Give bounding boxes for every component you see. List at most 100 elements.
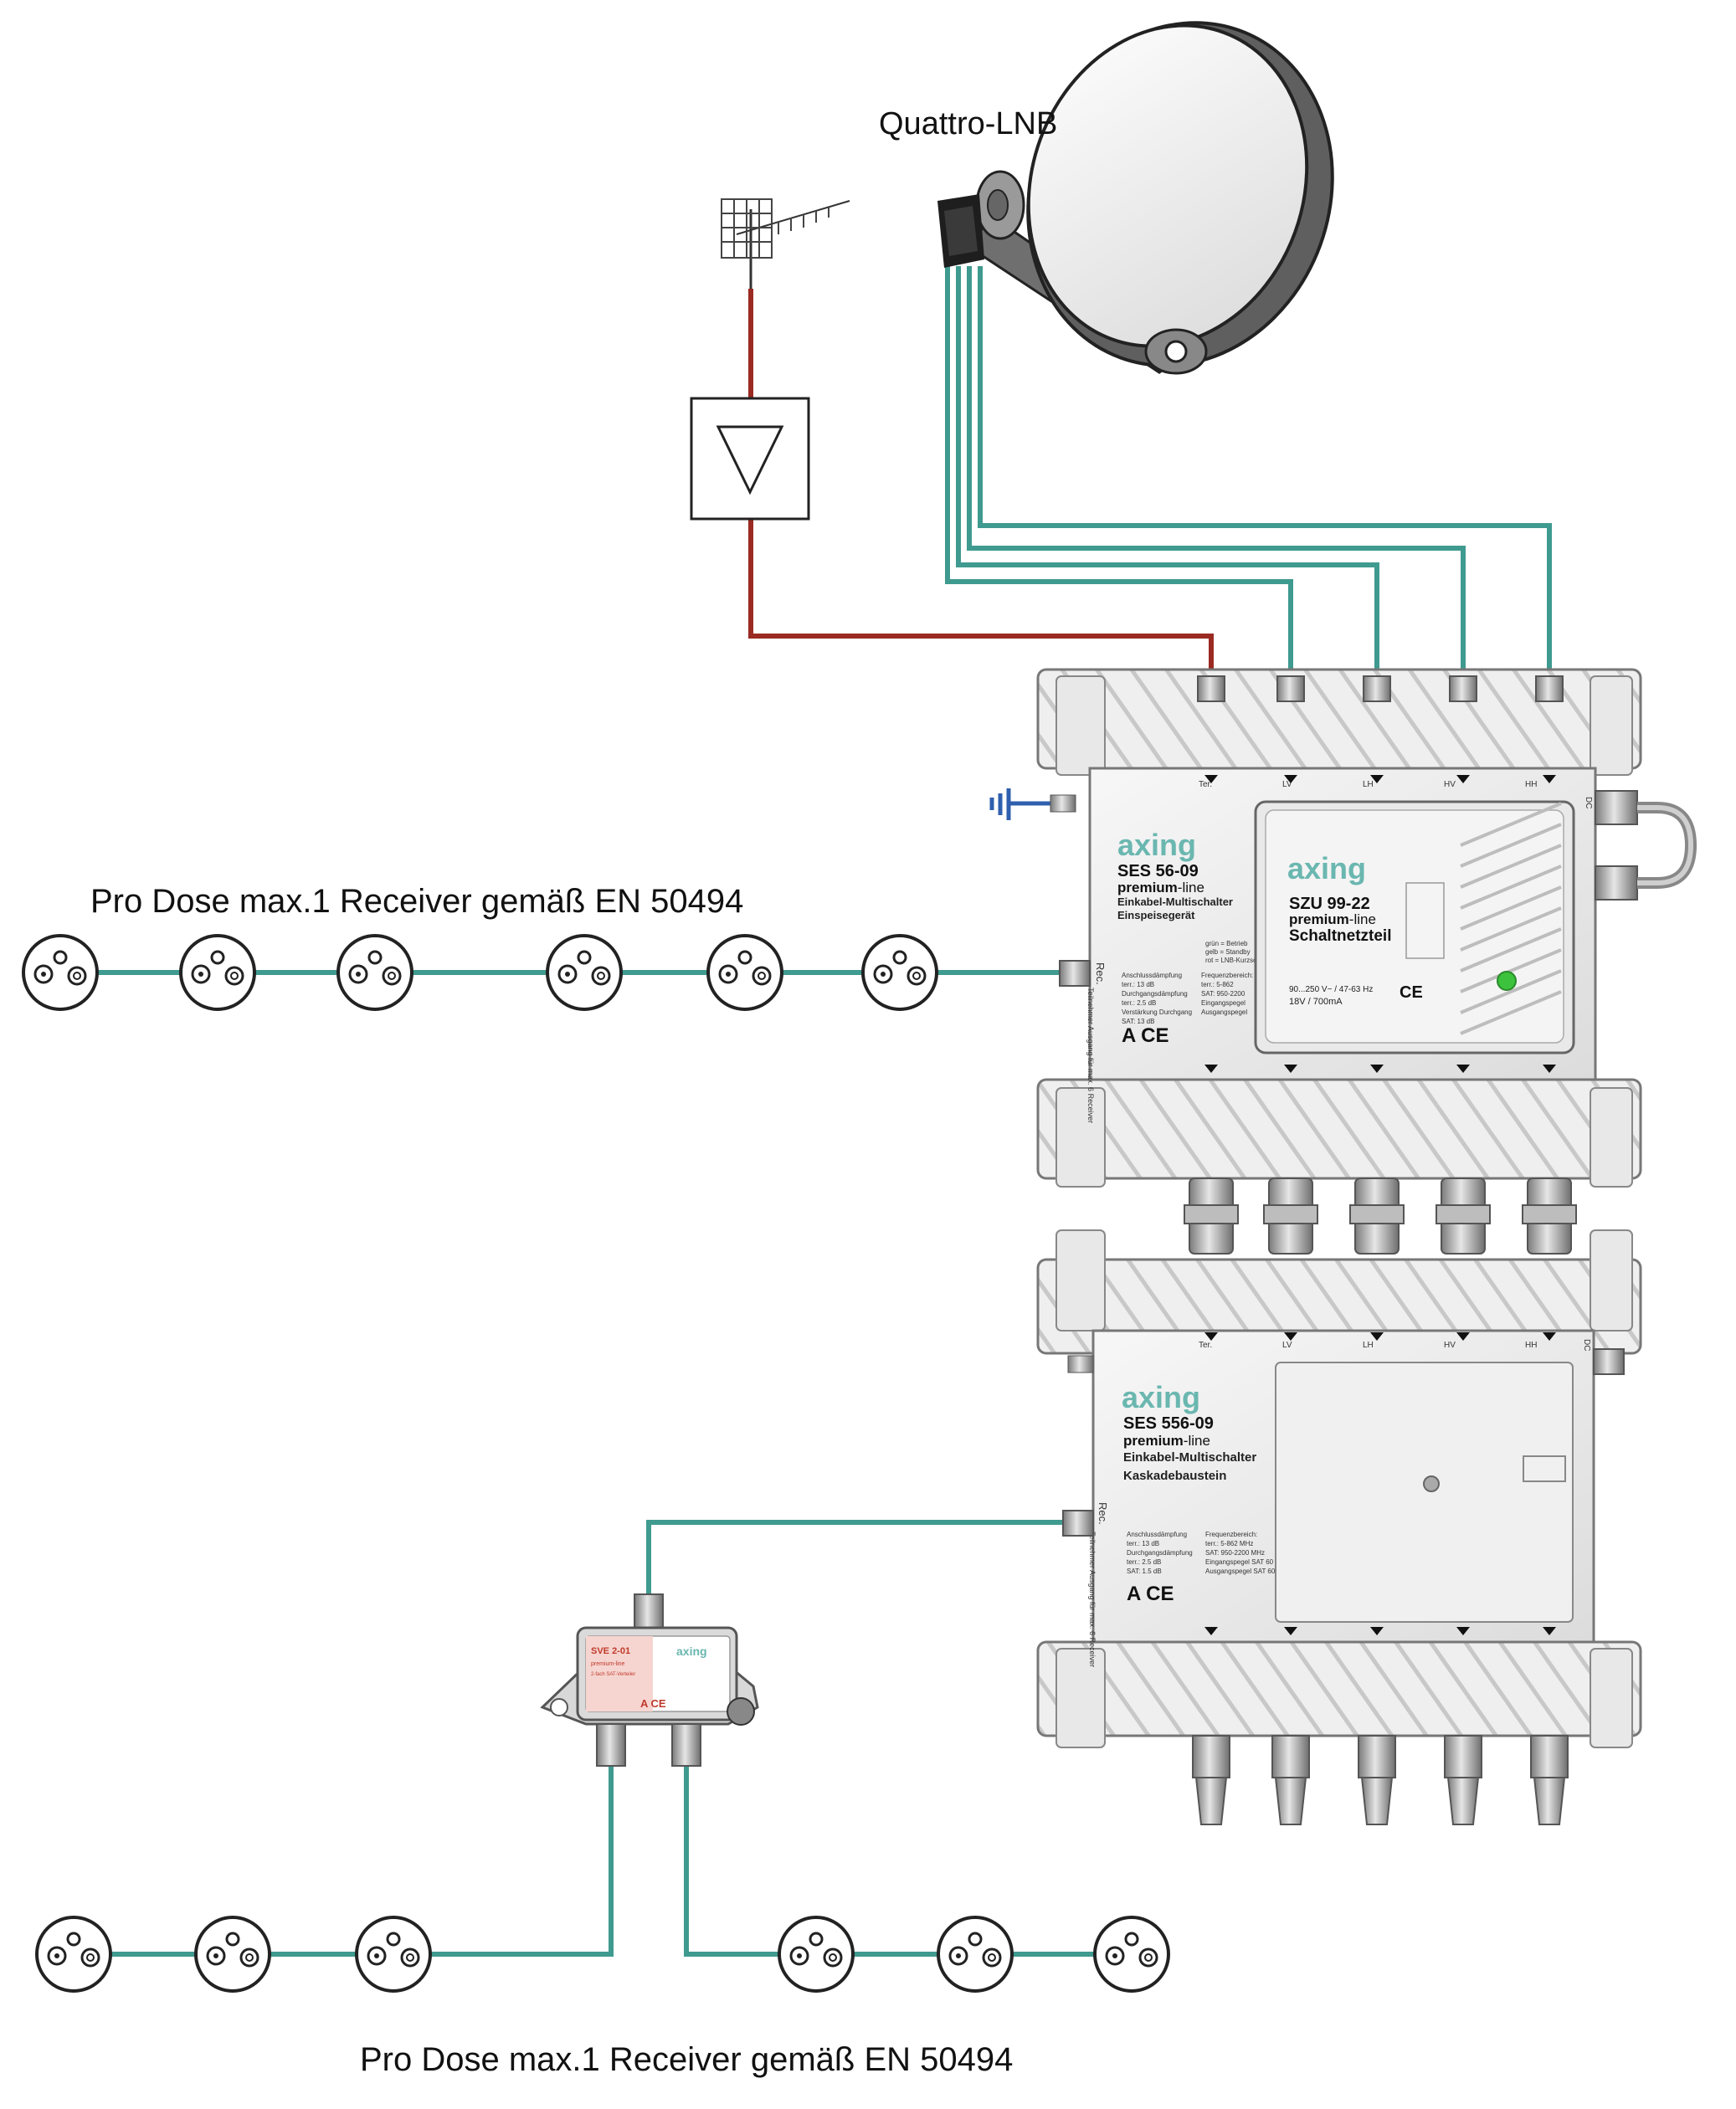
spec-line: gelb = Standby bbox=[1205, 948, 1251, 956]
tv-socket-icon bbox=[179, 934, 256, 1011]
terminating-resistors bbox=[1192, 1735, 1569, 1825]
splitter-model: SVE 2-01 bbox=[591, 1646, 630, 1656]
sat-cable-lv bbox=[945, 266, 1293, 670]
psu-brand-logo: axing bbox=[1287, 851, 1366, 885]
ms1-model: SES 56-09 bbox=[1117, 862, 1199, 880]
spec-line: Eingangspegel bbox=[1201, 999, 1246, 1007]
arrow-down-icon bbox=[1284, 1627, 1297, 1635]
ground-symbol-icon bbox=[989, 788, 1076, 820]
ms1-input-lh: LH bbox=[1363, 780, 1374, 789]
socket-note-top: Pro Dose max.1 Receiver gemäß EN 50494 bbox=[90, 883, 743, 920]
rec-cable-bottom-right bbox=[684, 1766, 1132, 1957]
spec-line: Anschlussdämpfung bbox=[1122, 972, 1182, 979]
arrow-down-icon bbox=[1370, 1332, 1384, 1341]
spec-line: Verstärkung Durchgang bbox=[1122, 1008, 1192, 1016]
ms1-line: premium-line bbox=[1117, 880, 1204, 895]
tv-socket-icon bbox=[1093, 1916, 1170, 1993]
lnb-label: Quattro-LNB bbox=[879, 106, 1057, 141]
ms1-ce-mark: A CE bbox=[1122, 1024, 1168, 1047]
rec-cable-bottom-left bbox=[71, 1766, 614, 1957]
ms2-rec-note: Teilnehmer Ausgang für max. 6 Receiver bbox=[1088, 1532, 1097, 1667]
ms2-input-hv: HV bbox=[1444, 1341, 1456, 1350]
ms2-ground-connector bbox=[1067, 1355, 1094, 1373]
ms1-input-ter: Ter. bbox=[1199, 780, 1212, 789]
spec-line: terr.: 5-862 bbox=[1201, 981, 1234, 988]
psu-desc: Schaltnetzteil bbox=[1289, 927, 1391, 945]
f-connector bbox=[1449, 675, 1477, 702]
sockets-top-row bbox=[22, 934, 938, 1011]
arrow-down-icon bbox=[1284, 1065, 1297, 1073]
spec-line: Frequenzbereich: bbox=[1201, 972, 1253, 979]
status-led-icon bbox=[1497, 971, 1517, 991]
splitter-sve-2-01 bbox=[540, 1593, 759, 1767]
splitter-ce-mark: A CE bbox=[640, 1697, 666, 1710]
arrow-down-icon bbox=[1456, 1332, 1470, 1341]
tv-socket-icon bbox=[336, 934, 413, 1011]
ms1-rec-label: Rec. bbox=[1094, 962, 1107, 985]
tv-socket-icon bbox=[22, 934, 99, 1011]
arrow-down-icon bbox=[1456, 1627, 1470, 1635]
psu-model: SZU 99-22 bbox=[1289, 895, 1370, 913]
terrestrial-antenna-icon bbox=[721, 198, 850, 289]
ms2-dc-connector bbox=[1593, 1348, 1625, 1375]
ms2-desc2: Kaskadebaustein bbox=[1123, 1469, 1226, 1483]
tv-socket-icon bbox=[194, 1916, 271, 1993]
splitter-line: premium-line bbox=[591, 1661, 625, 1667]
psu-spec1: 90...250 V~ / 47-63 Hz bbox=[1289, 985, 1373, 994]
ms2-ce-mark: A CE bbox=[1127, 1583, 1174, 1605]
amplifier-box bbox=[690, 397, 810, 521]
spec-line: terr.: 2.5 dB bbox=[1127, 1558, 1161, 1566]
ms1-input-hv: HV bbox=[1444, 780, 1456, 789]
ter-cable-amp-to-switch bbox=[748, 519, 1214, 676]
multiswitch-ses-556-09 bbox=[1036, 1229, 1642, 1748]
splitter-brand-logo: axing bbox=[676, 1645, 707, 1658]
tv-socket-icon bbox=[706, 934, 783, 1011]
tv-socket-icon bbox=[861, 934, 938, 1011]
socket-note-bottom: Pro Dose max.1 Receiver gemäß EN 50494 bbox=[360, 2041, 1013, 2078]
ms2-rec-connector bbox=[1062, 1510, 1094, 1537]
ms2-input-lh: LH bbox=[1363, 1341, 1374, 1350]
terminating-resistor bbox=[1444, 1735, 1482, 1778]
spec-line: Eingangspegel SAT 60 bbox=[1205, 1558, 1274, 1566]
spec-line: Durchgangsdämpfung bbox=[1122, 990, 1188, 998]
ms1-input-lv: LV bbox=[1282, 780, 1292, 789]
arrow-down-icon bbox=[1543, 775, 1556, 783]
spec-line: Ausgangspegel bbox=[1201, 1008, 1247, 1016]
satellite-dish-icon bbox=[937, 21, 1334, 375]
spec-line: rot = LNB-Kurzschluss bbox=[1205, 957, 1272, 964]
psu-ce-mark: CE bbox=[1400, 983, 1423, 1002]
terminating-resistor bbox=[1271, 1735, 1310, 1778]
arrow-down-icon bbox=[1204, 1627, 1218, 1635]
tv-socket-icon bbox=[546, 934, 623, 1011]
arrow-down-icon bbox=[1543, 1627, 1556, 1635]
arrow-down-icon bbox=[1543, 1065, 1556, 1073]
spec-line: terr.: 13 dB bbox=[1127, 1540, 1159, 1547]
coupling-connectors bbox=[1184, 1178, 1577, 1255]
f-connector bbox=[1197, 675, 1225, 702]
arrow-down-icon bbox=[1284, 775, 1297, 783]
ms2-input-hh: HH bbox=[1525, 1341, 1537, 1350]
ms2-line: premium-line bbox=[1123, 1433, 1210, 1449]
ms1-rec-note: Teilnehmer Ausgang für max. 6 Receiver bbox=[1086, 988, 1095, 1123]
arrow-down-icon bbox=[1204, 1332, 1218, 1341]
arrow-down-icon bbox=[1284, 1332, 1297, 1341]
ms1-desc1: Einkabel-Multischalter bbox=[1117, 895, 1233, 908]
arrow-down-icon bbox=[1370, 1065, 1384, 1073]
ms2-desc1: Einkabel-Multischalter bbox=[1123, 1450, 1256, 1465]
spec-line: Ausgangspegel SAT 60 bbox=[1205, 1568, 1276, 1575]
spec-line: terr.: 5-862 MHz bbox=[1205, 1540, 1253, 1547]
ms1-input-hh: HH bbox=[1525, 780, 1537, 789]
spec-line: SAT: 950-2200 MHz bbox=[1205, 1549, 1265, 1557]
sat-cable-lh bbox=[956, 266, 1379, 670]
sat-cable-hh bbox=[978, 266, 1552, 670]
splitter-desc: 2-fach SAT-Verteiler bbox=[591, 1672, 635, 1677]
ms1-dc-label: DC bbox=[1584, 797, 1593, 808]
f-connector bbox=[1535, 675, 1564, 702]
ms1-rec-connector bbox=[1059, 960, 1091, 987]
f-connector bbox=[1363, 675, 1391, 702]
tv-socket-icon bbox=[937, 1916, 1014, 1993]
f-connector bbox=[1276, 675, 1305, 702]
